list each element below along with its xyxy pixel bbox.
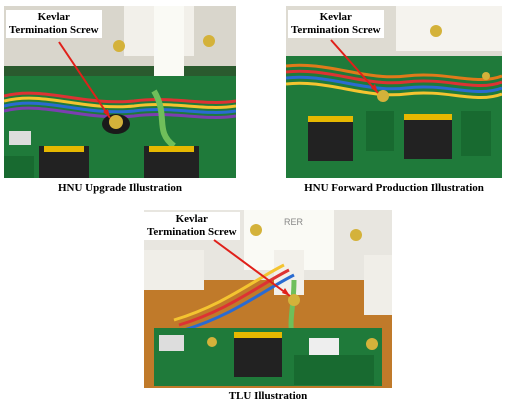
pointer-arrow xyxy=(213,239,291,297)
caption-hnu-forward: HNU Forward Production Illustration xyxy=(304,182,484,194)
label-line1: Kevlar xyxy=(37,11,70,23)
caption-tlu: TLU Illustration xyxy=(228,390,308,402)
label-kevlar-screw-hnu-upgrade: Kevlar Termination Screw xyxy=(6,10,102,38)
hnu-upgrade-photo-image xyxy=(4,6,236,178)
label-line1: Kevlar xyxy=(319,11,352,23)
photo-tlu: RER Kevlar Termination Screw xyxy=(144,210,392,388)
label-line2: Termination Screw xyxy=(147,226,237,238)
tlu-photo-image: RER xyxy=(144,210,392,388)
pointer-arrow xyxy=(58,41,111,119)
pcb-marking: RER xyxy=(284,217,304,227)
pointer-arrow xyxy=(330,39,379,94)
label-line1: Kevlar xyxy=(175,213,208,225)
caption-hnu-upgrade: HNU Upgrade Illustration xyxy=(57,182,183,194)
photo-hnu-forward: Kevlar Termination Screw xyxy=(286,6,502,178)
label-kevlar-screw-tlu: Kevlar Termination Screw xyxy=(144,212,240,240)
photo-hnu-upgrade: Kevlar Termination Screw xyxy=(4,6,236,178)
label-line2: Termination Screw xyxy=(291,24,381,36)
label-kevlar-screw-hnu-forward: Kevlar Termination Screw xyxy=(288,10,384,38)
label-line2: Termination Screw xyxy=(9,24,99,36)
